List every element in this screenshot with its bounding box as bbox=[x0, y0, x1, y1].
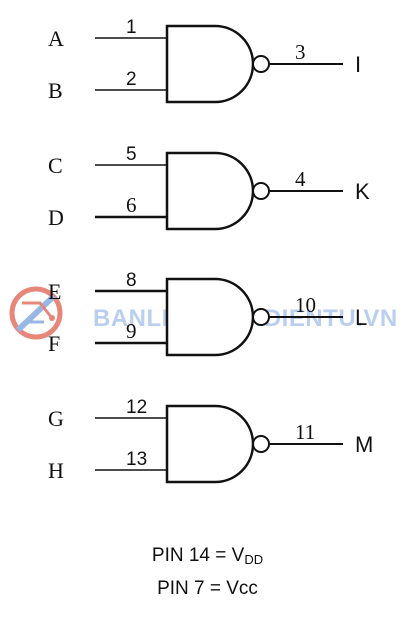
watermark-logo-icon bbox=[9, 286, 63, 340]
power-pin-vdd: PIN 14 = VDD bbox=[0, 545, 415, 567]
input-label: H bbox=[48, 458, 64, 483]
power-pin-vdd-prefix: PIN 14 = V bbox=[151, 545, 245, 566]
input-label: C bbox=[48, 153, 63, 178]
output-label: M bbox=[355, 432, 373, 457]
output-label: K bbox=[355, 179, 370, 204]
input-pin-number: 9 bbox=[126, 319, 137, 343]
output-pin-number: 3 bbox=[295, 40, 306, 64]
power-pin-vcc: PIN 7 = Vcc bbox=[157, 578, 258, 599]
nand-gate-body bbox=[165, 277, 255, 357]
inversion-bubble bbox=[252, 435, 270, 453]
inversion-bubble bbox=[252, 55, 270, 73]
nand-gate-body bbox=[165, 151, 255, 231]
input-pin-number: 8 bbox=[126, 270, 137, 291]
output-pin-number: 4 bbox=[295, 167, 306, 191]
input-label: E bbox=[48, 279, 61, 304]
input-pin-number: 12 bbox=[126, 397, 147, 418]
input-pin-number: 5 bbox=[126, 144, 137, 165]
nand-gate-body bbox=[165, 404, 255, 484]
input-pin-number: 1 bbox=[126, 17, 137, 38]
nand-gate-body bbox=[165, 24, 255, 104]
output-pin-number: 11 bbox=[295, 420, 315, 444]
output-pin-number: 10 bbox=[295, 293, 316, 317]
inversion-bubble bbox=[252, 182, 270, 200]
input-label: D bbox=[48, 205, 64, 230]
power-pin-vdd-subscript: DD bbox=[244, 552, 264, 567]
output-label: I bbox=[355, 52, 361, 77]
input-pin-number: 6 bbox=[126, 193, 137, 217]
input-label: A bbox=[48, 26, 64, 51]
inversion-bubble bbox=[252, 308, 270, 326]
input-pin-number: 2 bbox=[126, 69, 137, 90]
input-pin-number: 13 bbox=[126, 449, 147, 470]
input-label: F bbox=[48, 331, 60, 356]
input-label: G bbox=[48, 406, 64, 431]
input-label: B bbox=[48, 78, 63, 103]
output-label: L bbox=[355, 305, 367, 330]
